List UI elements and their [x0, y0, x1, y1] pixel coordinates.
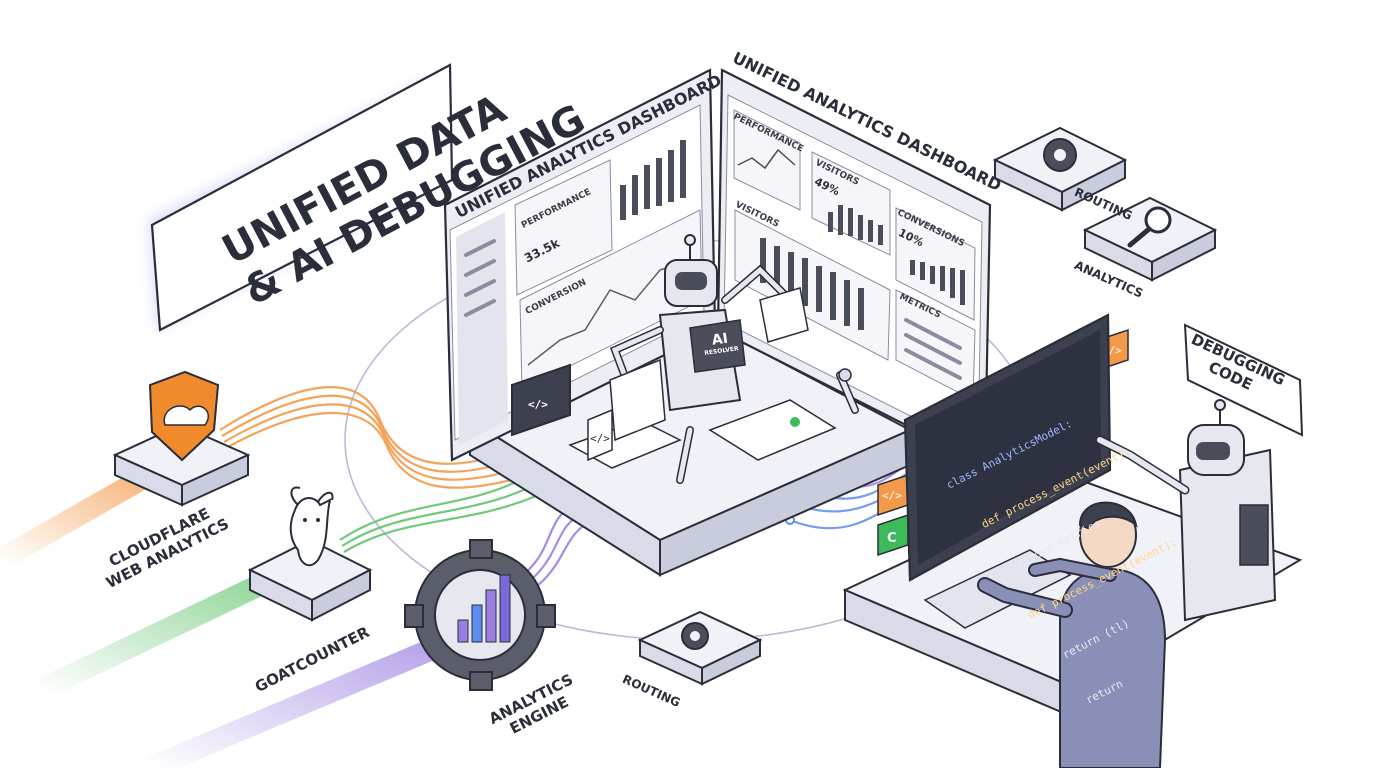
routing-top-tile	[992, 126, 1128, 212]
goat-icon	[289, 486, 334, 567]
analytics-tile	[1082, 196, 1218, 282]
cloudflare-source	[112, 370, 251, 507]
title-card	[148, 63, 454, 332]
developer-person	[977, 501, 1167, 769]
left-dashboard	[443, 68, 717, 462]
svg-text:</>: </>	[528, 398, 548, 411]
svg-text:</>: </>	[590, 432, 610, 445]
magnifier-icon	[1127, 206, 1172, 248]
right-dashboard	[716, 68, 992, 467]
goatcounter-source	[247, 486, 373, 622]
routing-bottom-tile	[637, 610, 763, 686]
gear-chart-icon	[404, 539, 556, 691]
code-icon: </>	[511, 363, 571, 437]
helper-robot	[1095, 399, 1277, 622]
svg-text:</>: </>	[882, 489, 902, 502]
code-monitor	[903, 313, 1112, 582]
green-code-badge: C	[877, 513, 909, 557]
file-code-icon: </>	[587, 408, 613, 462]
debugging-card	[1183, 323, 1304, 437]
svg-text:C: C	[887, 531, 897, 546]
ai-robot	[609, 234, 859, 484]
gear-icon	[1043, 138, 1077, 172]
